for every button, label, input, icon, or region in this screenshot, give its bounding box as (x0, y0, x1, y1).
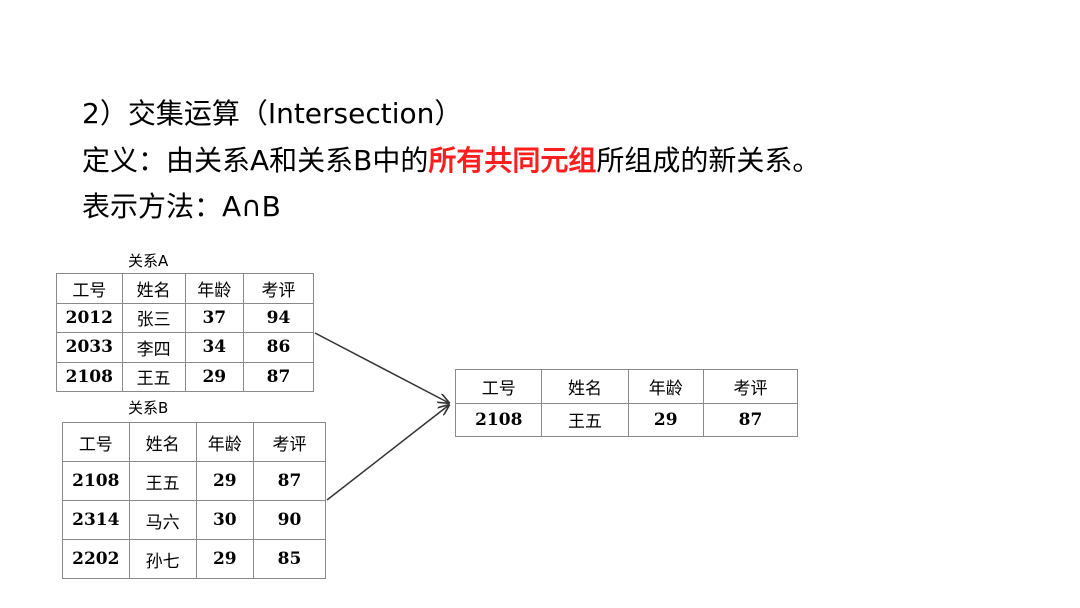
table-cell: 马六 (128, 500, 197, 540)
notation-text: 表示方法：A∩B (82, 190, 281, 223)
table-cell: 87 (702, 402, 799, 437)
column-header: 年龄 (184, 273, 244, 304)
table-cell: 86 (242, 332, 315, 363)
definition-before: 定义：由关系A和关系B中的 (82, 144, 429, 177)
table-header-row: 工号 姓名 年龄 考评 (454, 369, 799, 404)
table-header-row: 工号 姓名 年龄 考评 (56, 273, 315, 304)
column-header: 考评 (702, 369, 799, 404)
table-row: 2012 张三 37 94 (56, 302, 315, 333)
table-cell: 孙七 (128, 539, 197, 579)
table-cell: 85 (252, 539, 327, 579)
table-cell: 王五 (128, 461, 197, 501)
relation-b-caption: 关系B (128, 399, 169, 417)
table-cell: 2012 (56, 302, 123, 333)
table-cell: 90 (252, 500, 327, 540)
table-row: 2108 王五 29 87 (454, 402, 799, 437)
arrow-a-to-result (314, 332, 449, 403)
column-header: 姓名 (121, 273, 186, 304)
relation-a-caption: 关系A (128, 252, 169, 270)
table-cell: 87 (242, 361, 315, 392)
relation-b-table: 工号 姓名 年龄 考评 2108 王五 29 87 2314 马六 30 90 … (62, 422, 327, 579)
column-header: 考评 (242, 273, 315, 304)
column-header: 工号 (454, 369, 543, 404)
table-cell: 王五 (541, 402, 629, 437)
table-cell: 张三 (121, 302, 186, 333)
table-cell: 29 (195, 539, 254, 579)
table-cell: 94 (242, 302, 315, 333)
definition-highlight: 所有共同元组 (428, 144, 597, 177)
table-cell: 李四 (121, 332, 186, 363)
table-cell: 34 (184, 332, 244, 363)
column-header: 工号 (56, 273, 123, 304)
table-cell: 87 (252, 461, 327, 501)
table-cell: 2314 (62, 500, 130, 540)
table-cell: 29 (184, 361, 244, 392)
table-cell: 2108 (62, 461, 130, 501)
table-cell: 2108 (56, 361, 123, 392)
table-cell: 2202 (62, 539, 130, 579)
table-cell: 王五 (121, 361, 186, 392)
column-header: 考评 (252, 422, 327, 462)
table-cell: 2033 (56, 332, 123, 363)
table-row: 2314 马六 30 90 (62, 500, 327, 540)
table-header-row: 工号 姓名 年龄 考评 (62, 422, 327, 462)
relation-a-table: 工号 姓名 年龄 考评 2012 张三 37 94 2033 李四 34 86 … (56, 273, 315, 392)
table-cell: 29 (627, 402, 704, 437)
column-header: 姓名 (128, 422, 197, 462)
table-row: 2108 王五 29 87 (56, 361, 315, 392)
table-cell: 2108 (454, 402, 543, 437)
section-heading: 2）交集运算（Intersection） (82, 97, 463, 130)
definition-after: 所组成的新关系。 (596, 144, 821, 177)
table-row: 2108 王五 29 87 (62, 461, 327, 501)
column-header: 姓名 (541, 369, 629, 404)
column-header: 工号 (62, 422, 130, 462)
table-cell: 29 (195, 461, 254, 501)
arrow-b-to-result (326, 405, 449, 501)
table-cell: 30 (195, 500, 254, 540)
column-header: 年龄 (627, 369, 704, 404)
result-table: 工号 姓名 年龄 考评 2108 王五 29 87 (454, 369, 799, 437)
table-row: 2033 李四 34 86 (56, 332, 315, 363)
table-row: 2202 孙七 29 85 (62, 539, 327, 579)
definition-text: 定义：由关系A和关系B中的所有共同元组所组成的新关系。 (82, 143, 820, 179)
table-cell: 37 (184, 302, 244, 333)
column-header: 年龄 (195, 422, 254, 462)
